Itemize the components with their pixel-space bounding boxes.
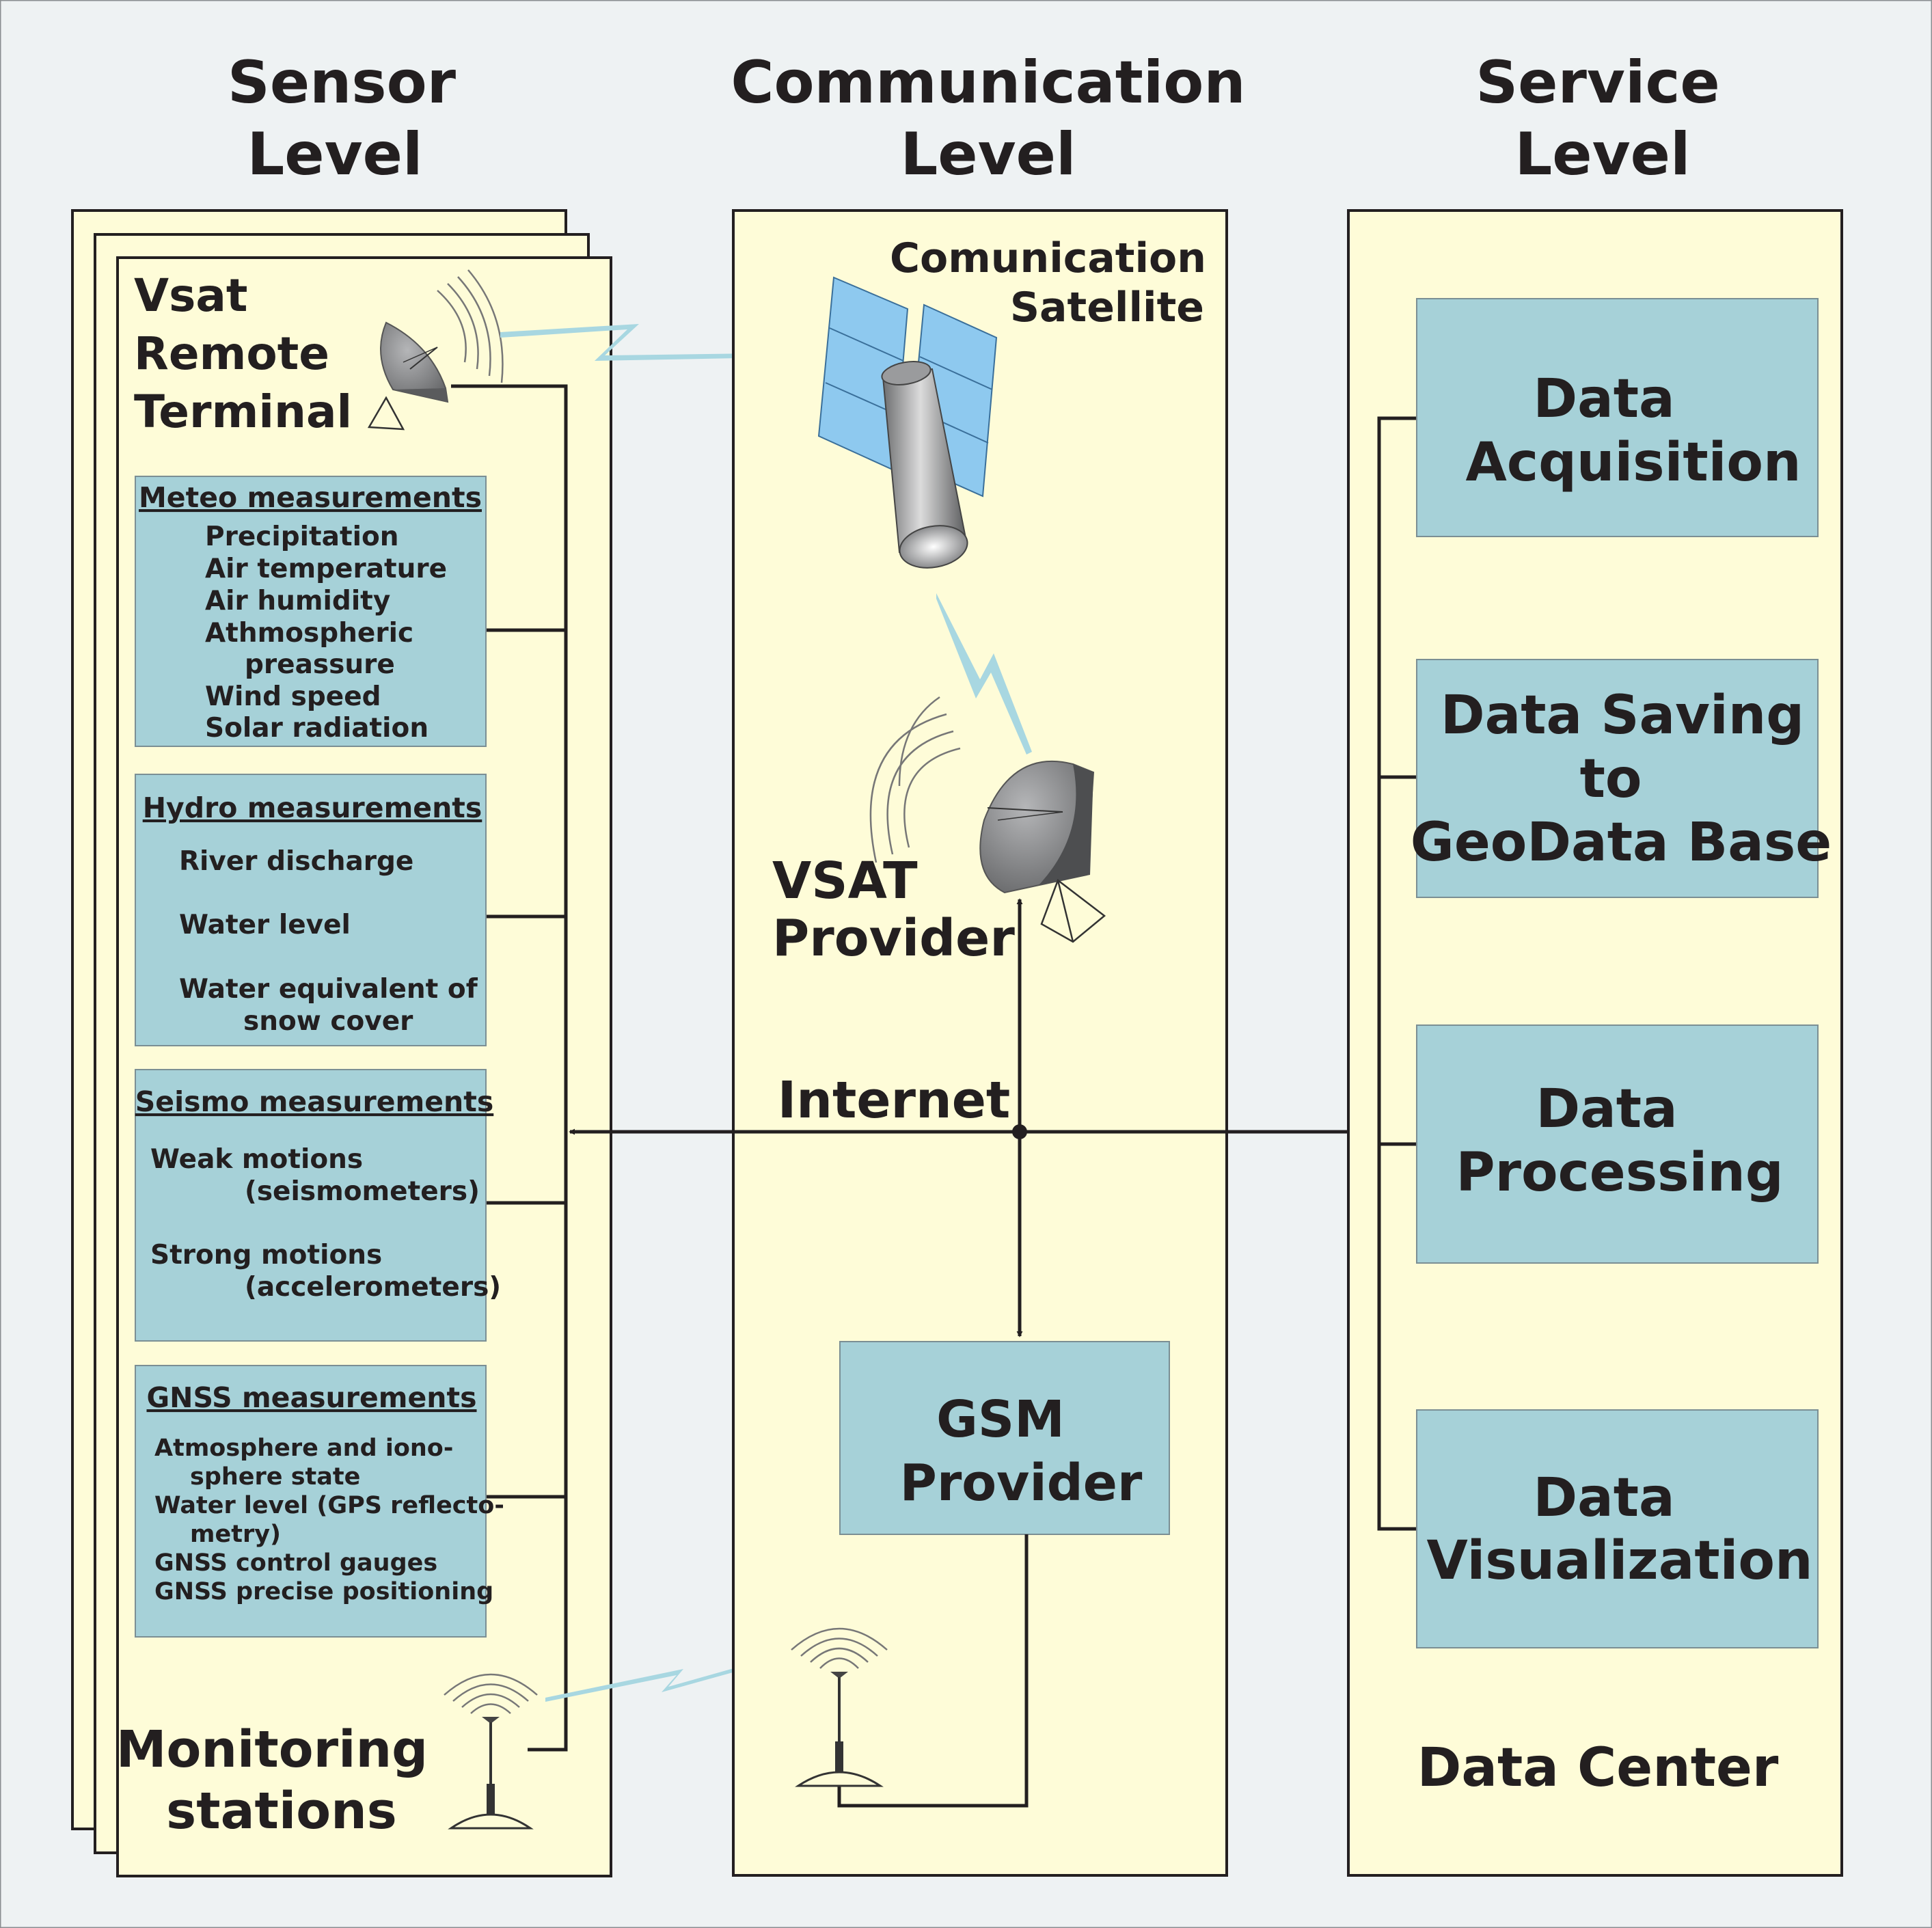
service-level-title-line2: Level [1515, 120, 1691, 189]
data-saving-box: Data Saving to GeoData Base [1411, 659, 1832, 898]
gnss-item: GNSS precise positioning [154, 1578, 493, 1605]
hydro-item: Water equivalent of [179, 974, 478, 1005]
internet-links [569, 898, 1380, 1338]
acquisition-label-line1: Data [1533, 368, 1674, 430]
gnss-item: metry) [190, 1521, 281, 1548]
meteo-item: preassure [245, 649, 395, 680]
service-level-title-line1: Service [1475, 49, 1720, 117]
hydro-title: Hydro measurements [143, 791, 482, 824]
meteo-item: Solar radiation [205, 713, 428, 744]
data-visualization-box: Data Visualization [1416, 1409, 1819, 1648]
sensor-level-title-line1: Sensor [228, 49, 457, 117]
processing-label-line1: Data [1536, 1078, 1677, 1140]
meteo-item: Air humidity [205, 586, 390, 616]
seismo-measurements-box: Seismo measurements Weak motions (seismo… [135, 1069, 501, 1342]
meteo-item: Air temperature [205, 554, 447, 584]
internet-label: Internet [778, 1071, 1011, 1130]
terminal-label-line2: Remote [134, 327, 329, 380]
lightning-satellite-provider [936, 593, 1032, 755]
vsat-remote-terminal-label: Vsat Remote Terminal [134, 269, 352, 438]
saving-label-line2: to [1580, 748, 1642, 810]
gnss-measurements-box: GNSS measurements Atmosphere and iono- s… [135, 1365, 504, 1638]
seismo-item: (accelerometers) [245, 1272, 501, 1303]
sensor-level-title-line2: Level [247, 120, 423, 189]
gnss-item: sphere state [190, 1463, 360, 1491]
data-center-label: Data Center [1417, 1737, 1779, 1799]
meteo-item: Athmospheric [205, 618, 413, 649]
hydro-item: Water level [179, 910, 351, 940]
gsm-antenna-link [837, 1534, 1029, 1808]
stations-label-line1: Monitoring [116, 1720, 428, 1779]
data-processing-box: Data Processing [1416, 1024, 1819, 1264]
gsm-provider-label-line1: GSM [936, 1390, 1065, 1449]
gnss-item: Atmosphere and iono- [154, 1435, 453, 1462]
gsm-antenna-icon [791, 1627, 888, 1787]
gnss-title: GNSS measurements [147, 1381, 477, 1414]
seismo-item: Weak motions [150, 1144, 363, 1175]
acquisition-label-line2: Acquisition [1465, 432, 1801, 493]
monitoring-stations-label: Monitoring stations [116, 1720, 428, 1841]
hydro-item: snow cover [243, 1006, 413, 1037]
vsat-provider-label-line1: VSAT [772, 852, 918, 910]
stations-label-line2: stations [166, 1782, 397, 1841]
satellite-icon [817, 276, 998, 569]
communication-satellite-label: Comunication Satellite [890, 234, 1206, 331]
sensor-level-title: Sensor Level [228, 49, 457, 189]
gsm-provider-box: GSM Provider [839, 1341, 1170, 1535]
terminal-label-line3: Terminal [134, 385, 352, 438]
seismo-item: Strong motions [150, 1240, 382, 1271]
seismo-item: (seismometers) [245, 1176, 480, 1207]
communication-level-title: Communication Level [731, 49, 1245, 189]
service-bus [1377, 416, 1417, 1531]
service-level-title: Service Level [1475, 49, 1720, 189]
meteo-measurements-box: Meteo measurements Precipitation Air tem… [135, 476, 487, 747]
gnss-item: GNSS control gauges [154, 1549, 437, 1577]
saving-label-line1: Data Saving [1441, 685, 1804, 746]
meteo-item: Precipitation [205, 521, 399, 552]
saving-label-line3: GeoData Base [1411, 812, 1832, 873]
visualization-label-line1: Data [1533, 1467, 1674, 1529]
sensor-bus [451, 384, 568, 1752]
communication-level-title-line2: Level [901, 120, 1076, 189]
meteo-item: Wind speed [205, 681, 381, 712]
communication-level-title-line1: Communication [731, 49, 1245, 117]
gsm-provider-label-line2: Provider [900, 1454, 1143, 1512]
vsat-dish-icon [367, 269, 504, 431]
vsat-provider-dish-icon [869, 696, 1106, 943]
seismo-title: Seismo measurements [135, 1085, 494, 1118]
satellite-label-line2: Satellite [1010, 284, 1204, 331]
meteo-title: Meteo measurements [139, 481, 482, 514]
hydro-item: River discharge [179, 846, 413, 877]
satellite-label-line1: Comunication [890, 234, 1206, 282]
station-antenna-icon [444, 1673, 538, 1830]
data-acquisition-box: Data Acquisition [1416, 298, 1819, 537]
visualization-label-line2: Visualization [1427, 1530, 1813, 1592]
vsat-provider-label-line2: Provider [772, 909, 1015, 968]
vsat-provider-label: VSAT Provider [772, 852, 1015, 968]
terminal-label-line1: Vsat [134, 269, 247, 322]
gnss-item: Water level (GPS reflecto- [154, 1492, 504, 1519]
processing-label-line2: Processing [1456, 1142, 1783, 1204]
hydro-measurements-box: Hydro measurements River discharge Water… [135, 774, 487, 1046]
